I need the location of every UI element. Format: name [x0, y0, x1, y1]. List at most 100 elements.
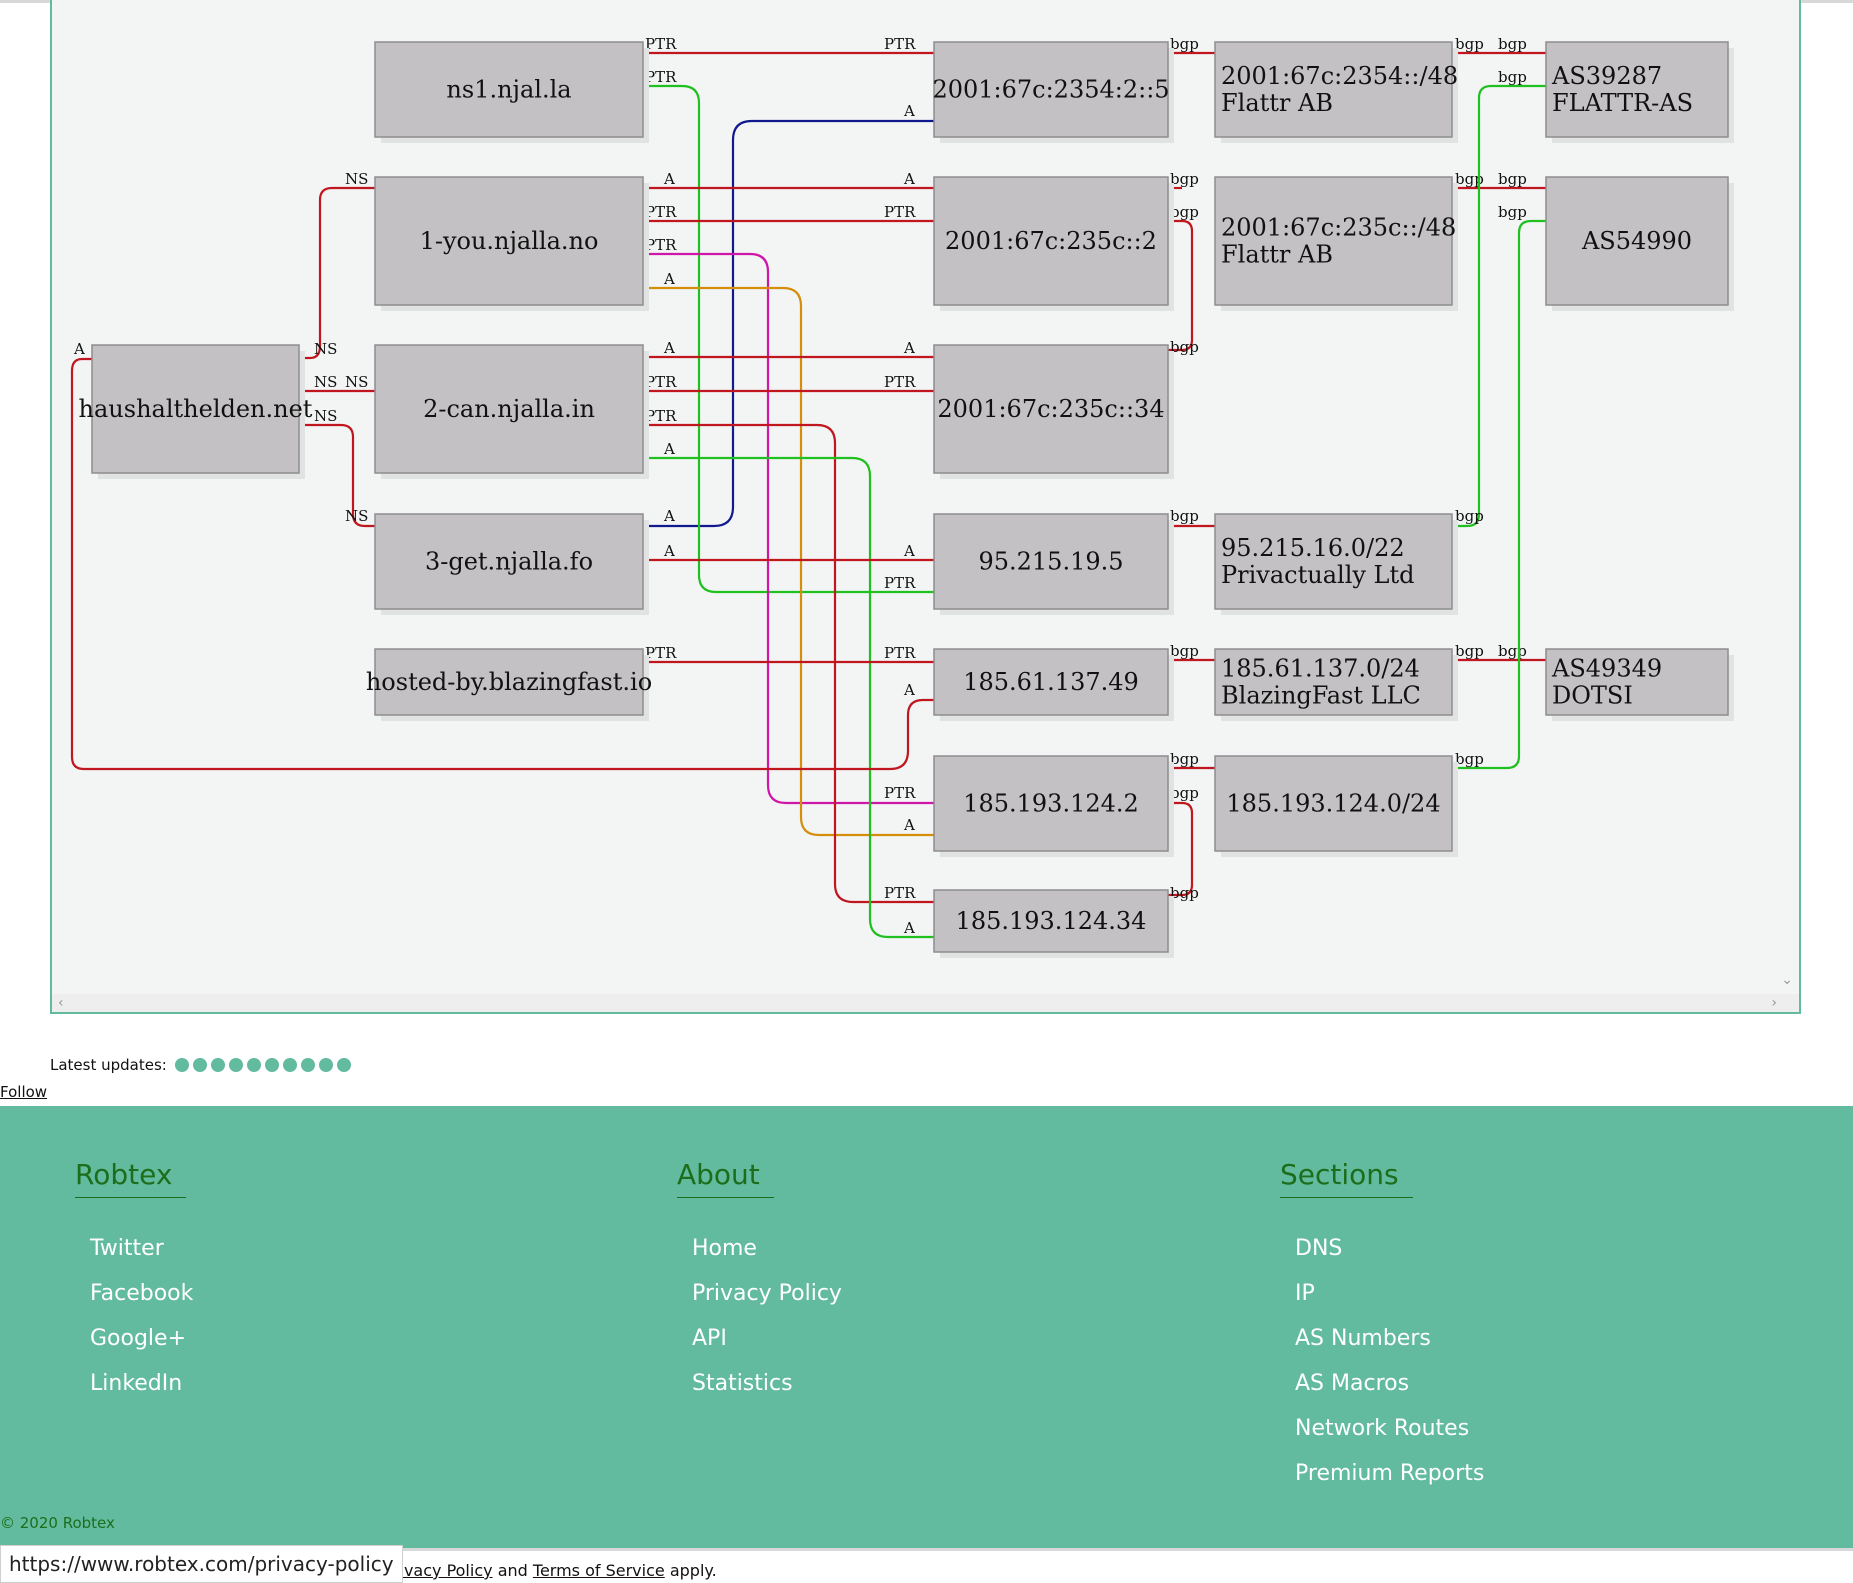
graph-node-ns1[interactable]: ns1.njal.la: [374, 41, 649, 143]
update-dot[interactable]: [174, 1058, 189, 1072]
edge-label: A: [73, 340, 85, 358]
edge-label: bgp: [1170, 884, 1199, 902]
edge-label: A: [663, 542, 675, 560]
update-dot[interactable]: [246, 1058, 261, 1072]
edge-label: NS: [345, 507, 368, 525]
follow-link[interactable]: Follow: [0, 1083, 48, 1101]
edge-label: PTR: [645, 68, 677, 86]
graph-node-label: FLATTR-AS: [1552, 89, 1693, 117]
edge-label: A: [663, 339, 675, 357]
graph-node-get[interactable]: 3-get.njalla.fo: [374, 513, 649, 615]
recaptcha-terms-link[interactable]: Terms of Service: [532, 1561, 665, 1580]
edge-label: bgp: [1170, 784, 1199, 802]
copyright: © 2020 Robtex: [0, 1514, 115, 1532]
graph-node-label: 2001:67c:2354::/48: [1221, 62, 1458, 90]
edge-label: bgp: [1170, 642, 1199, 660]
update-dot[interactable]: [228, 1058, 243, 1072]
update-dot[interactable]: [210, 1058, 225, 1072]
footer-link-statistics[interactable]: Statistics: [692, 1371, 793, 1396]
scroll-down-icon[interactable]: ⌄: [1781, 972, 1793, 988]
edge-label: bgp: [1170, 750, 1199, 768]
graph-node-label: BlazingFast LLC: [1221, 682, 1421, 710]
update-dot[interactable]: [264, 1058, 279, 1072]
graph-node-label: Privactually Ltd: [1221, 561, 1415, 589]
scroll-left-icon[interactable]: ‹: [58, 995, 64, 1011]
horizontal-scrollbar[interactable]: ‹ ›: [52, 994, 1799, 1012]
edge-label: bgp: [1498, 203, 1527, 221]
graph-node-hb[interactable]: hosted-by.blazingfast.io: [366, 648, 652, 721]
recaptcha-privacy-link[interactable]: Privacy Policy: [383, 1561, 493, 1580]
footer-link-privacy-policy[interactable]: Privacy Policy: [692, 1281, 842, 1306]
edge-label: PTR: [884, 884, 916, 902]
footer-link-dns[interactable]: DNS: [1295, 1236, 1343, 1261]
footer-link-as-numbers[interactable]: AS Numbers: [1295, 1326, 1431, 1351]
edge-label: A: [663, 440, 675, 458]
graph-node-ip6a[interactable]: 2001:67c:2354:2::5: [932, 41, 1174, 143]
graph-edge: [299, 423, 375, 528]
graph-node-ip95[interactable]: 95.215.19.5: [933, 513, 1174, 615]
footer-link-as-macros[interactable]: AS Macros: [1295, 1371, 1410, 1396]
footer-link-twitter[interactable]: Twitter: [90, 1236, 164, 1261]
graph-edge: [1168, 801, 1194, 897]
graph-node-can[interactable]: 2-can.njalla.in: [374, 344, 649, 479]
graph-node-ip6c[interactable]: 2001:67c:235c::34: [933, 344, 1174, 479]
update-dots[interactable]: [174, 1058, 355, 1072]
edge-label: bgp: [1170, 35, 1199, 53]
edge-label: bgp: [1455, 642, 1484, 660]
graph-node-label: Flattr AB: [1221, 241, 1333, 269]
edge-label: A: [903, 816, 915, 834]
graph-node-label: 3-get.njalla.fo: [425, 548, 593, 576]
graph-node-ip1852[interactable]: 185.193.124.2: [933, 755, 1174, 857]
edge-label: A: [903, 919, 915, 937]
graph-edge: [1168, 219, 1194, 352]
scroll-right-icon[interactable]: ›: [1771, 995, 1777, 1011]
update-dot[interactable]: [336, 1058, 351, 1072]
footer-link-home[interactable]: Home: [692, 1236, 757, 1261]
graph-edge: [1452, 84, 1546, 528]
edge-label: PTR: [645, 35, 677, 53]
footer-link-googleplus[interactable]: Google+: [90, 1326, 187, 1351]
footer-column-robtex: Robtex Twitter Facebook Google+ LinkedIn: [75, 1158, 193, 1416]
edge-label: PTR: [884, 644, 916, 662]
footer-heading: Robtex: [75, 1158, 187, 1198]
graph-node-label: 185.193.124.0/24: [1226, 790, 1440, 818]
update-dot[interactable]: [192, 1058, 207, 1072]
edge-label: bgp: [1498, 35, 1527, 53]
footer-link-network-routes[interactable]: Network Routes: [1295, 1416, 1470, 1441]
footer-link-api[interactable]: API: [692, 1326, 727, 1351]
footer-heading: Sections: [1280, 1158, 1413, 1198]
edge-label: A: [663, 507, 675, 525]
edge-label: bgp: [1455, 507, 1484, 525]
graph-node-label: 185.193.124.34: [956, 907, 1147, 935]
graph-node-ip18534[interactable]: 185.193.124.34: [933, 889, 1174, 958]
edge-label: A: [903, 681, 915, 699]
edge-label: bgp: [1455, 35, 1484, 53]
edge-label: NS: [314, 407, 337, 425]
edge-label: A: [903, 102, 915, 120]
update-dot[interactable]: [282, 1058, 297, 1072]
footer-column-about: About Home Privacy Policy API Statistics: [677, 1158, 842, 1416]
graph-node-label: 2-can.njalla.in: [423, 395, 595, 423]
footer-link-premium-reports[interactable]: Premium Reports: [1295, 1461, 1485, 1486]
graph-edge: [299, 186, 375, 360]
graph-node-net5[interactable]: 185.193.124.0/24: [1214, 755, 1458, 857]
footer-link-linkedin[interactable]: LinkedIn: [90, 1371, 183, 1396]
graph-node-hh[interactable]: haushalthelden.net: [79, 344, 313, 479]
graph-node-ip18549[interactable]: 185.61.137.49: [933, 648, 1174, 721]
update-dot[interactable]: [300, 1058, 315, 1072]
graph-node-as2[interactable]: AS54990: [1545, 176, 1734, 311]
footer-link-ip[interactable]: IP: [1295, 1281, 1315, 1306]
graph-node-ip6b[interactable]: 2001:67c:235c::2: [933, 176, 1174, 311]
footer-link-facebook[interactable]: Facebook: [90, 1281, 194, 1306]
graph-node-you[interactable]: 1-you.njalla.no: [374, 176, 649, 311]
update-dot[interactable]: [318, 1058, 333, 1072]
graph-node-label: 185.61.137.49: [963, 668, 1139, 696]
